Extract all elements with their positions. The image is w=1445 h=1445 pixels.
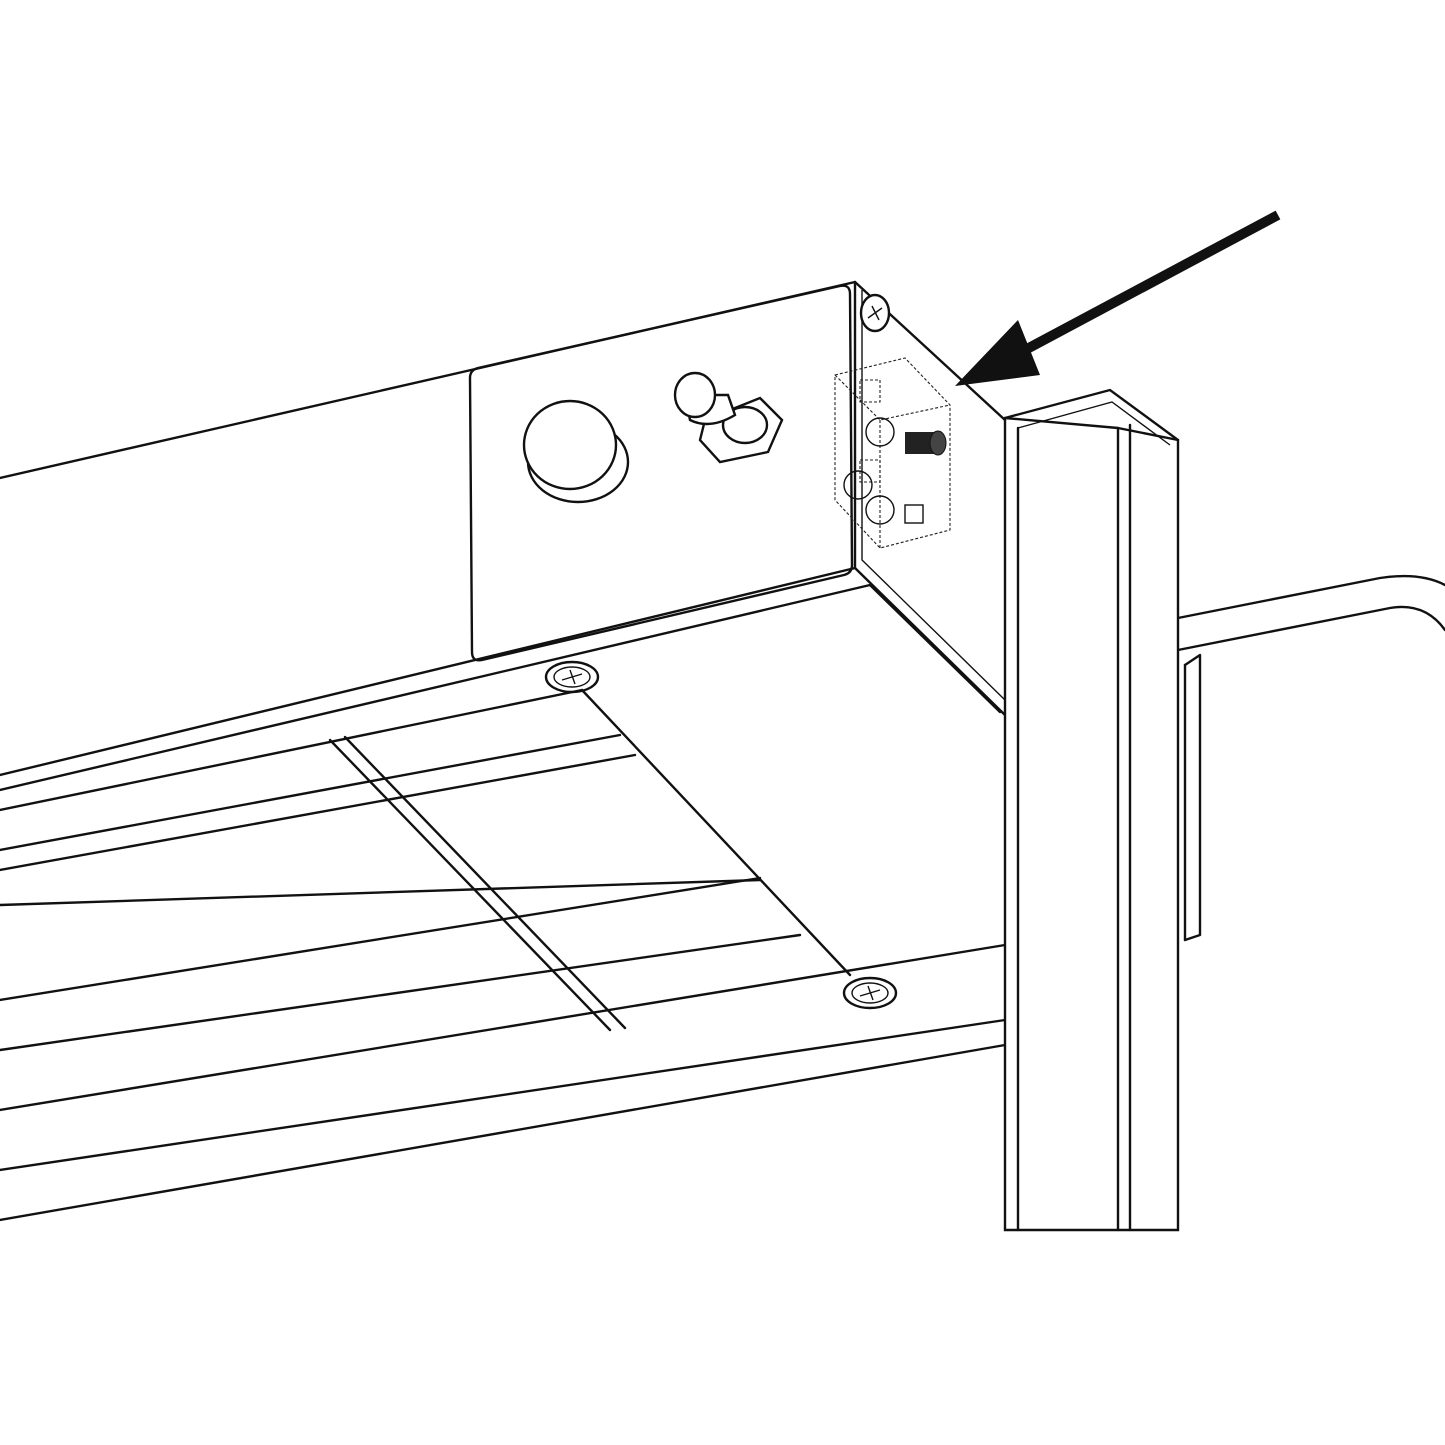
- pointer-arrow: [955, 210, 1281, 386]
- screw-icon: [859, 293, 891, 333]
- screw-icon: [842, 976, 898, 1010]
- handle-rail: [1176, 574, 1445, 942]
- push-button: [522, 399, 630, 504]
- upright-post: [1003, 388, 1180, 1232]
- terminal-block: [834, 357, 951, 549]
- terminal-screw: [905, 430, 947, 456]
- screw-icon: [544, 660, 600, 694]
- shelf: [0, 688, 1007, 1222]
- control-panel-plate: [468, 284, 854, 662]
- housing: [0, 280, 1007, 792]
- toggle-switch: [673, 371, 784, 464]
